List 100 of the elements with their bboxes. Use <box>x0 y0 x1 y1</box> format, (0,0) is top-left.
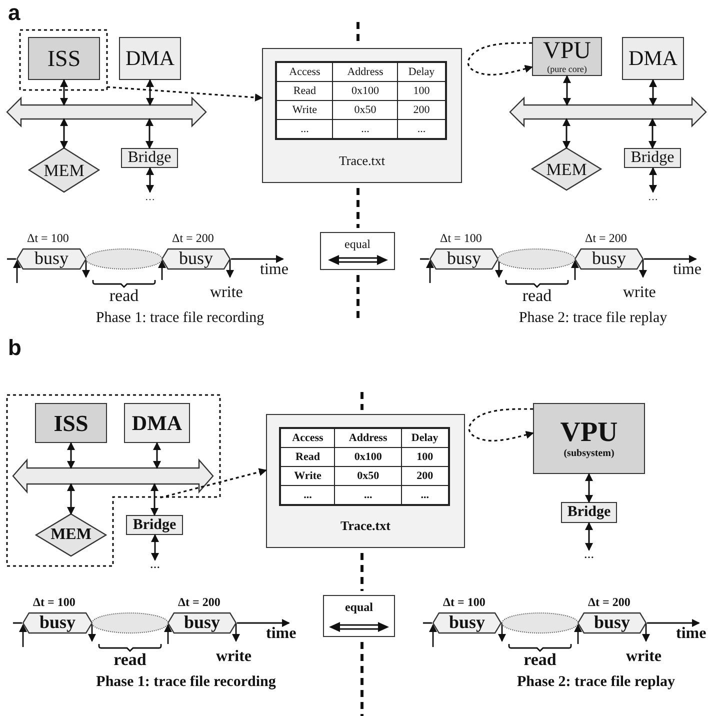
delay-label: Δt = 200 <box>178 596 220 608</box>
component-label: DMA <box>132 412 182 434</box>
component-sublabel: (subsystem) <box>564 448 614 458</box>
table-cell: Address <box>334 428 402 448</box>
component-box <box>119 37 181 80</box>
comparison-box <box>320 232 395 270</box>
memory-diamond <box>532 148 601 190</box>
component-label: MEM <box>44 162 84 178</box>
arrow <box>649 167 657 193</box>
annotation-label: time <box>266 626 296 642</box>
state-label: busy <box>592 248 626 266</box>
annotation-label: Phase 1: trace file recording <box>96 675 276 690</box>
component-label: VPU <box>542 39 591 63</box>
annotation-label: read <box>524 651 556 668</box>
component-label: MEM <box>546 160 587 178</box>
state-label: busy <box>594 612 630 630</box>
ellipsis-text: … <box>577 550 601 562</box>
delay-label: Δt = 100 <box>440 232 482 244</box>
state-label: busy <box>184 612 220 630</box>
dashed-arrow <box>468 408 534 442</box>
arrow <box>562 118 570 149</box>
table-cell: Write <box>280 466 335 486</box>
delay-label: Δt = 200 <box>588 596 630 608</box>
arrow <box>585 522 593 551</box>
memory-diamond <box>29 148 99 192</box>
table-cell: 0x100 <box>332 82 398 100</box>
component-box <box>624 148 681 168</box>
annotation-label: read <box>114 651 146 668</box>
component-label: Bridge <box>567 505 611 520</box>
arrow <box>585 473 593 503</box>
read-interval-ellipse <box>502 613 578 633</box>
read-interval-ellipse <box>92 613 168 633</box>
delay-label: Δt = 100 <box>27 232 69 244</box>
component-label: VPU <box>560 418 618 446</box>
arrow <box>146 167 154 193</box>
dashed-arrow <box>106 86 263 102</box>
annotation-label: write <box>210 285 243 301</box>
component-label: Bridge <box>128 150 172 166</box>
bus-arrow <box>13 460 213 492</box>
comparison-label: equal <box>344 601 374 613</box>
file-name: Trace.txt <box>340 519 392 532</box>
arrow <box>67 442 75 469</box>
delay-label: Δt = 100 <box>33 596 76 608</box>
bus-arrow <box>7 98 206 126</box>
component-box <box>124 403 190 443</box>
state-label: busy <box>446 248 481 266</box>
annotation-label: write <box>216 649 252 665</box>
component-label: MEM <box>50 527 92 543</box>
panel-letter: b <box>8 337 22 359</box>
annotation-label: write <box>626 649 662 665</box>
ellipsis-text: … <box>641 192 665 204</box>
annotation-label: Phase 2: trace file replay <box>517 675 675 690</box>
table-cell: 0x50 <box>334 466 402 486</box>
annotation-label: time <box>673 262 702 278</box>
table-cell: Address <box>332 62 398 82</box>
file-name: Trace.txt <box>338 154 386 167</box>
component-sublabel: (pure core) <box>547 65 587 74</box>
table-cell: Read <box>276 82 333 100</box>
arrow <box>60 118 68 149</box>
component-label: ISS <box>54 412 88 434</box>
read-interval-ellipse <box>498 249 575 269</box>
annotation-label: read <box>109 287 139 304</box>
component-box <box>121 148 178 168</box>
state-label: busy <box>34 248 68 266</box>
arrow <box>153 442 161 469</box>
dashed-boundary <box>20 30 107 90</box>
arrow <box>67 483 75 515</box>
component-box <box>126 515 183 535</box>
dashed-arrow <box>160 468 267 498</box>
table-cell: 0x100 <box>334 448 402 466</box>
component-label: Bridge <box>132 518 176 532</box>
component-label: DMA <box>125 48 174 69</box>
component-box <box>561 502 617 523</box>
component-label: ISS <box>47 47 81 70</box>
dashed-arrow <box>467 42 533 76</box>
arrow <box>151 534 159 561</box>
arrow <box>146 118 154 149</box>
delay-label: Δt = 100 <box>443 596 486 608</box>
annotation-label: time <box>260 262 288 278</box>
delay-label: Δt = 200 <box>172 232 214 244</box>
state-label: busy <box>448 612 486 630</box>
ellipsis-text: … <box>138 192 162 204</box>
memory-diamond <box>36 514 106 556</box>
component-box <box>532 37 602 76</box>
comparison-label: equal <box>344 238 372 250</box>
table-cell: 0x50 <box>332 100 398 120</box>
comparison-box <box>323 595 395 637</box>
annotation-label: Phase 1: trace file recording <box>96 311 264 326</box>
arrow <box>146 79 154 106</box>
table-cell: Write <box>276 100 333 120</box>
delay-label: Δt = 200 <box>585 232 627 244</box>
dashed-boundary <box>7 395 220 566</box>
annotation-label: write <box>623 285 656 301</box>
component-label: DMA <box>628 48 678 69</box>
arrow <box>60 79 68 106</box>
component-box <box>28 37 100 80</box>
component-box <box>533 403 645 474</box>
state-label: busy <box>39 612 76 630</box>
table-cell: Read <box>280 448 335 466</box>
annotation-label: Phase 2: trace file replay <box>518 311 668 326</box>
